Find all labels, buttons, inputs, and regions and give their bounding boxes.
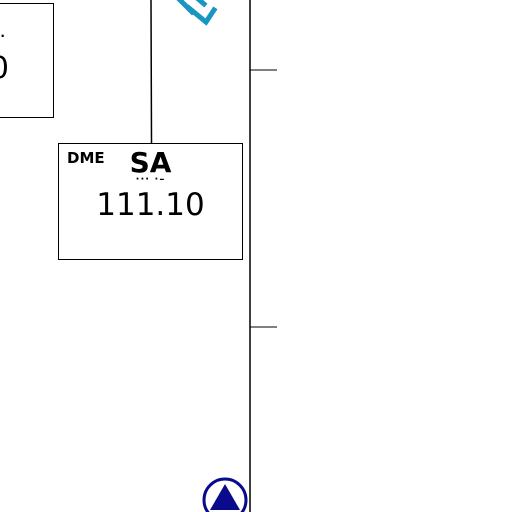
navaid-morse-code: ··· ·– (135, 174, 166, 185)
triangle-in-circle-icon (202, 477, 248, 512)
navaid-ident: SA (129, 146, 172, 179)
navaid-type: DME (67, 149, 105, 167)
navaid-morse: ·· (0, 29, 5, 43)
navaid-frequency: 111.10 (96, 187, 205, 223)
navaid-frequency: 0 (0, 52, 9, 86)
course-accent-segment (176, 0, 218, 26)
dme-navaid-box: DME SA ··· ·– 111.10 (58, 143, 243, 260)
navaid-box-partial: ·· 0 (0, 3, 54, 118)
dme-leader-line (150, 0, 153, 144)
